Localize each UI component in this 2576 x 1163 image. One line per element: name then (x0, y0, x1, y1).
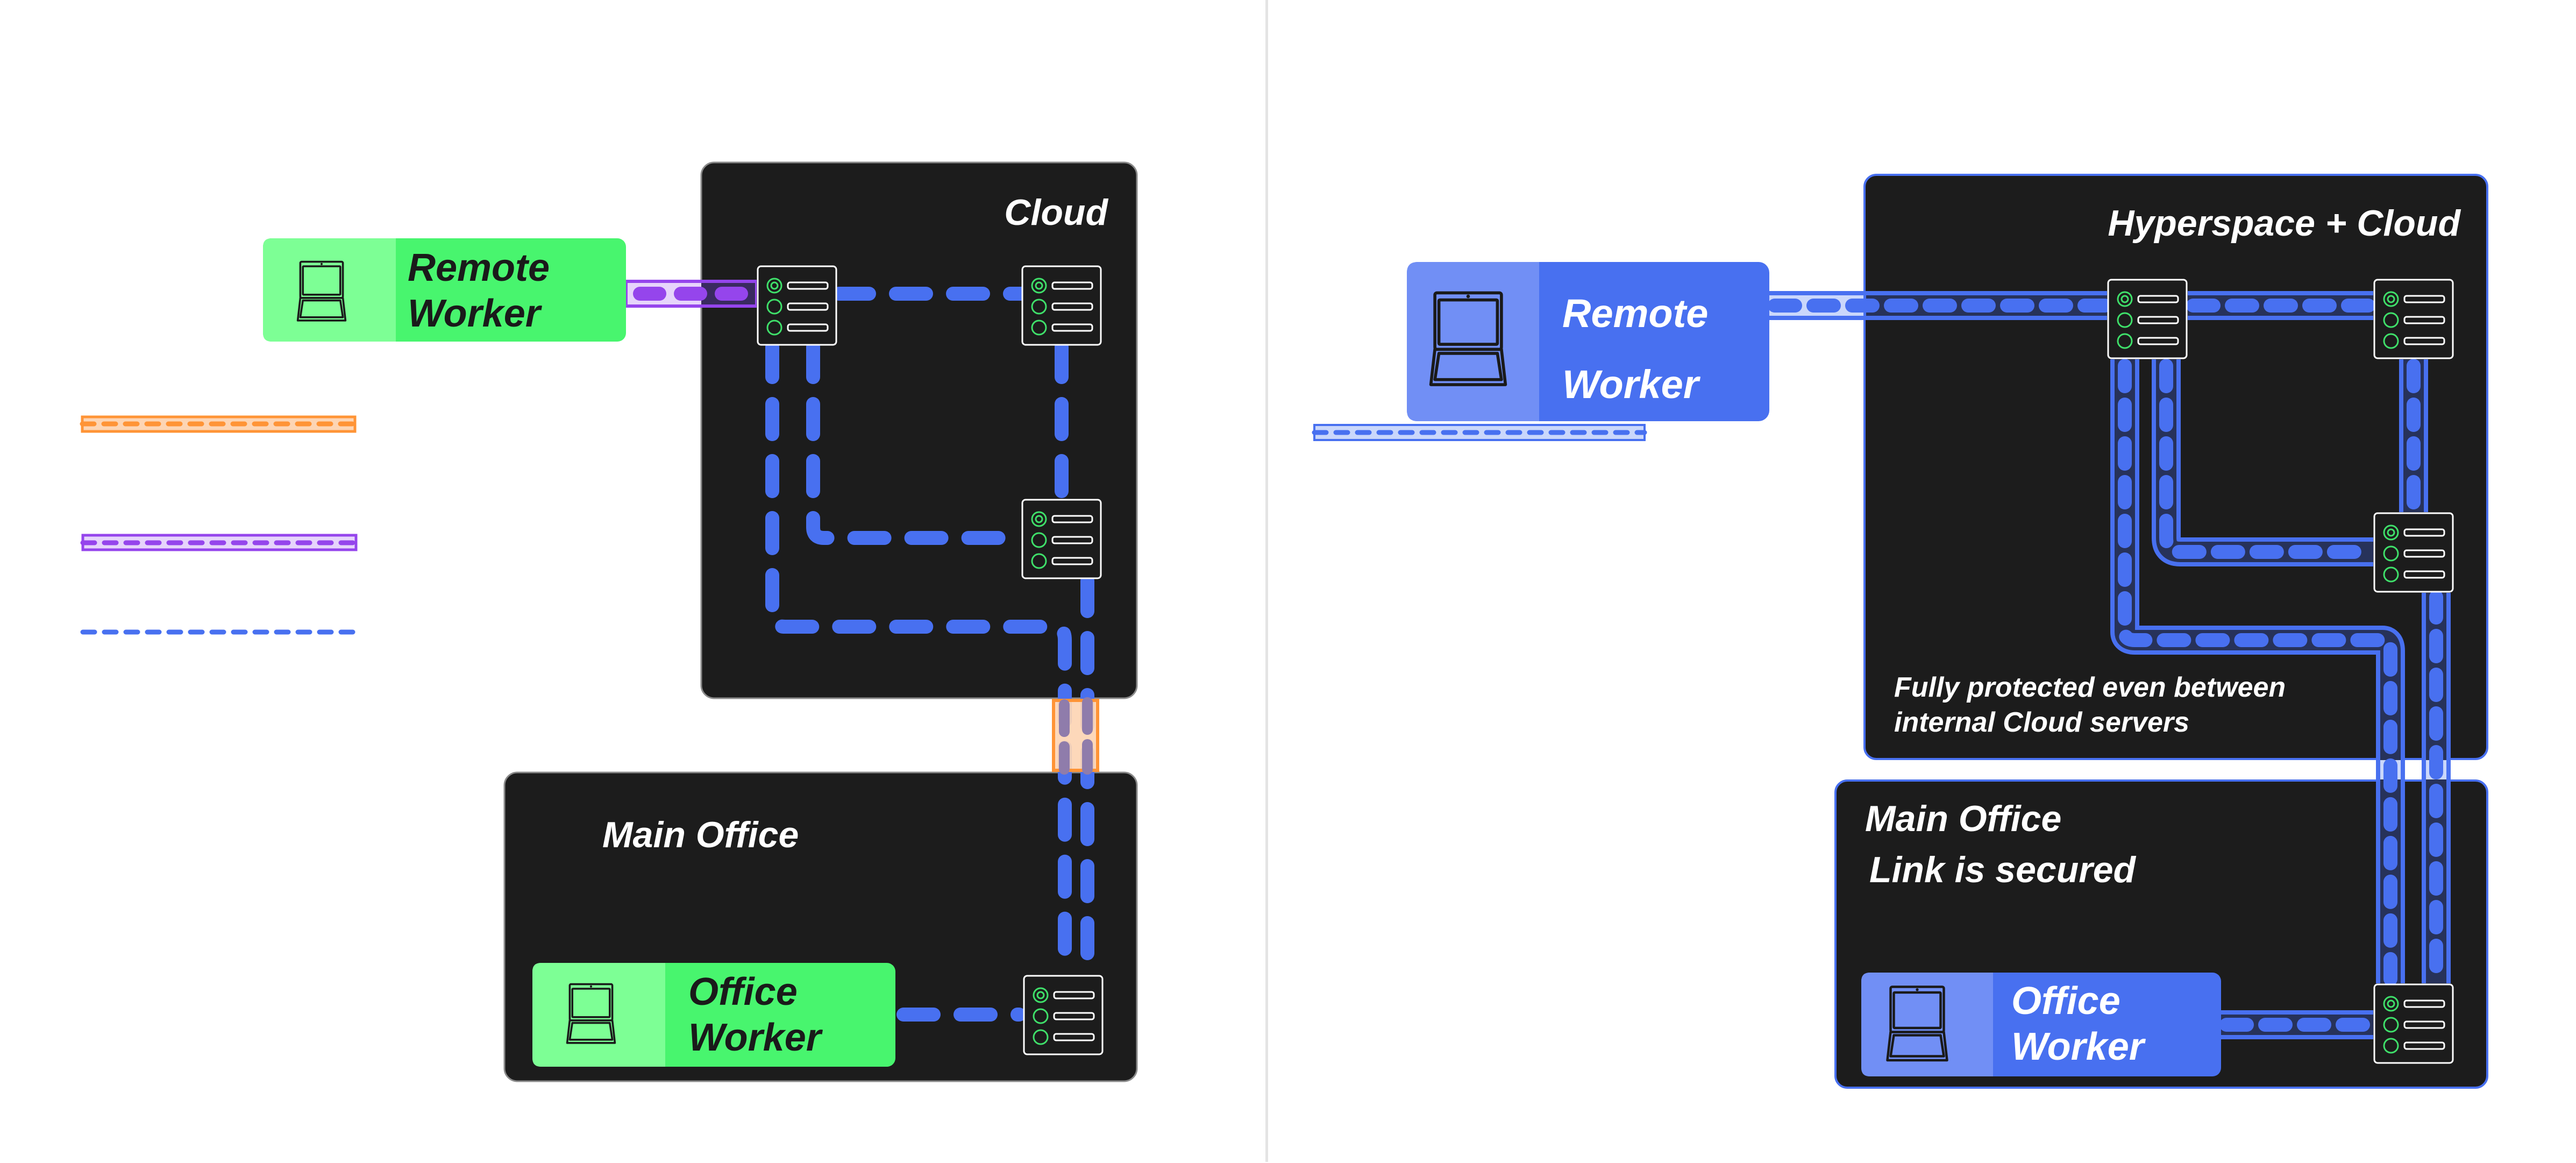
office-worker-label-line1: Office (688, 970, 798, 1013)
right-diagram: Hyperspace + Cloud Fully protected even … (1312, 174, 2488, 1089)
cloud-note-line1: Fully protected even between (1894, 672, 2286, 703)
right-tunnels (1768, 291, 2451, 1039)
purple-tunnel-link (624, 280, 760, 308)
secure-office-worker-card[interactable]: Office Worker (1861, 973, 2221, 1076)
tunnel-r1-r4 (2118, 359, 2397, 986)
left-cloud-links (765, 287, 1094, 1022)
secure-remote-worker-label-line2: Worker (1562, 362, 1701, 407)
server-icon (2373, 983, 2454, 1064)
remote-worker-label-line1: Remote (408, 246, 550, 289)
secure-office-worker-label-line2: Worker (2011, 1025, 2146, 1068)
server-icon (2373, 512, 2454, 593)
link-s1-s4 (765, 340, 1072, 978)
legend-orange-tunnel (80, 415, 358, 433)
office-worker-label-line2: Worker (688, 1016, 823, 1059)
server-icon (757, 265, 837, 346)
cloud-note-line2: internal Cloud servers (1894, 707, 2189, 738)
remote-worker-label-line2: Worker (408, 292, 543, 335)
panel-divider (1265, 0, 1268, 1162)
link-s1-s3 (806, 340, 1031, 545)
server-icon (1023, 975, 1104, 1055)
tunnel-r1-r3 (2159, 359, 2379, 559)
orange-tunnel-link (1052, 697, 1099, 775)
server-icon (1021, 499, 1102, 579)
remote-worker-card[interactable]: Remote Worker (263, 238, 626, 342)
legend-purple-tunnel (80, 534, 359, 551)
cloud-title: Cloud (1004, 192, 1108, 233)
server-icon (2373, 279, 2454, 359)
secure-remote-worker-label-line1: Remote (1562, 291, 1708, 336)
office-worker-card[interactable]: Office Worker (532, 963, 895, 1067)
legend-hyperspace-tunnel (1312, 424, 1647, 441)
secured-main-office-title: Main Office (1865, 798, 2061, 839)
server-icon (1021, 265, 1102, 346)
hyperspace-cloud-title: Hyperspace + Cloud (2108, 203, 2461, 244)
left-diagram: Cloud Main Office (80, 161, 1138, 1082)
secure-remote-worker-card[interactable]: Remote Worker (1407, 262, 1769, 421)
server-icon (2107, 279, 2188, 359)
secure-office-worker-label-line1: Office (2011, 980, 2120, 1023)
link-secured-label: Link is secured (1869, 849, 2137, 890)
main-office-title: Main Office (602, 814, 799, 855)
